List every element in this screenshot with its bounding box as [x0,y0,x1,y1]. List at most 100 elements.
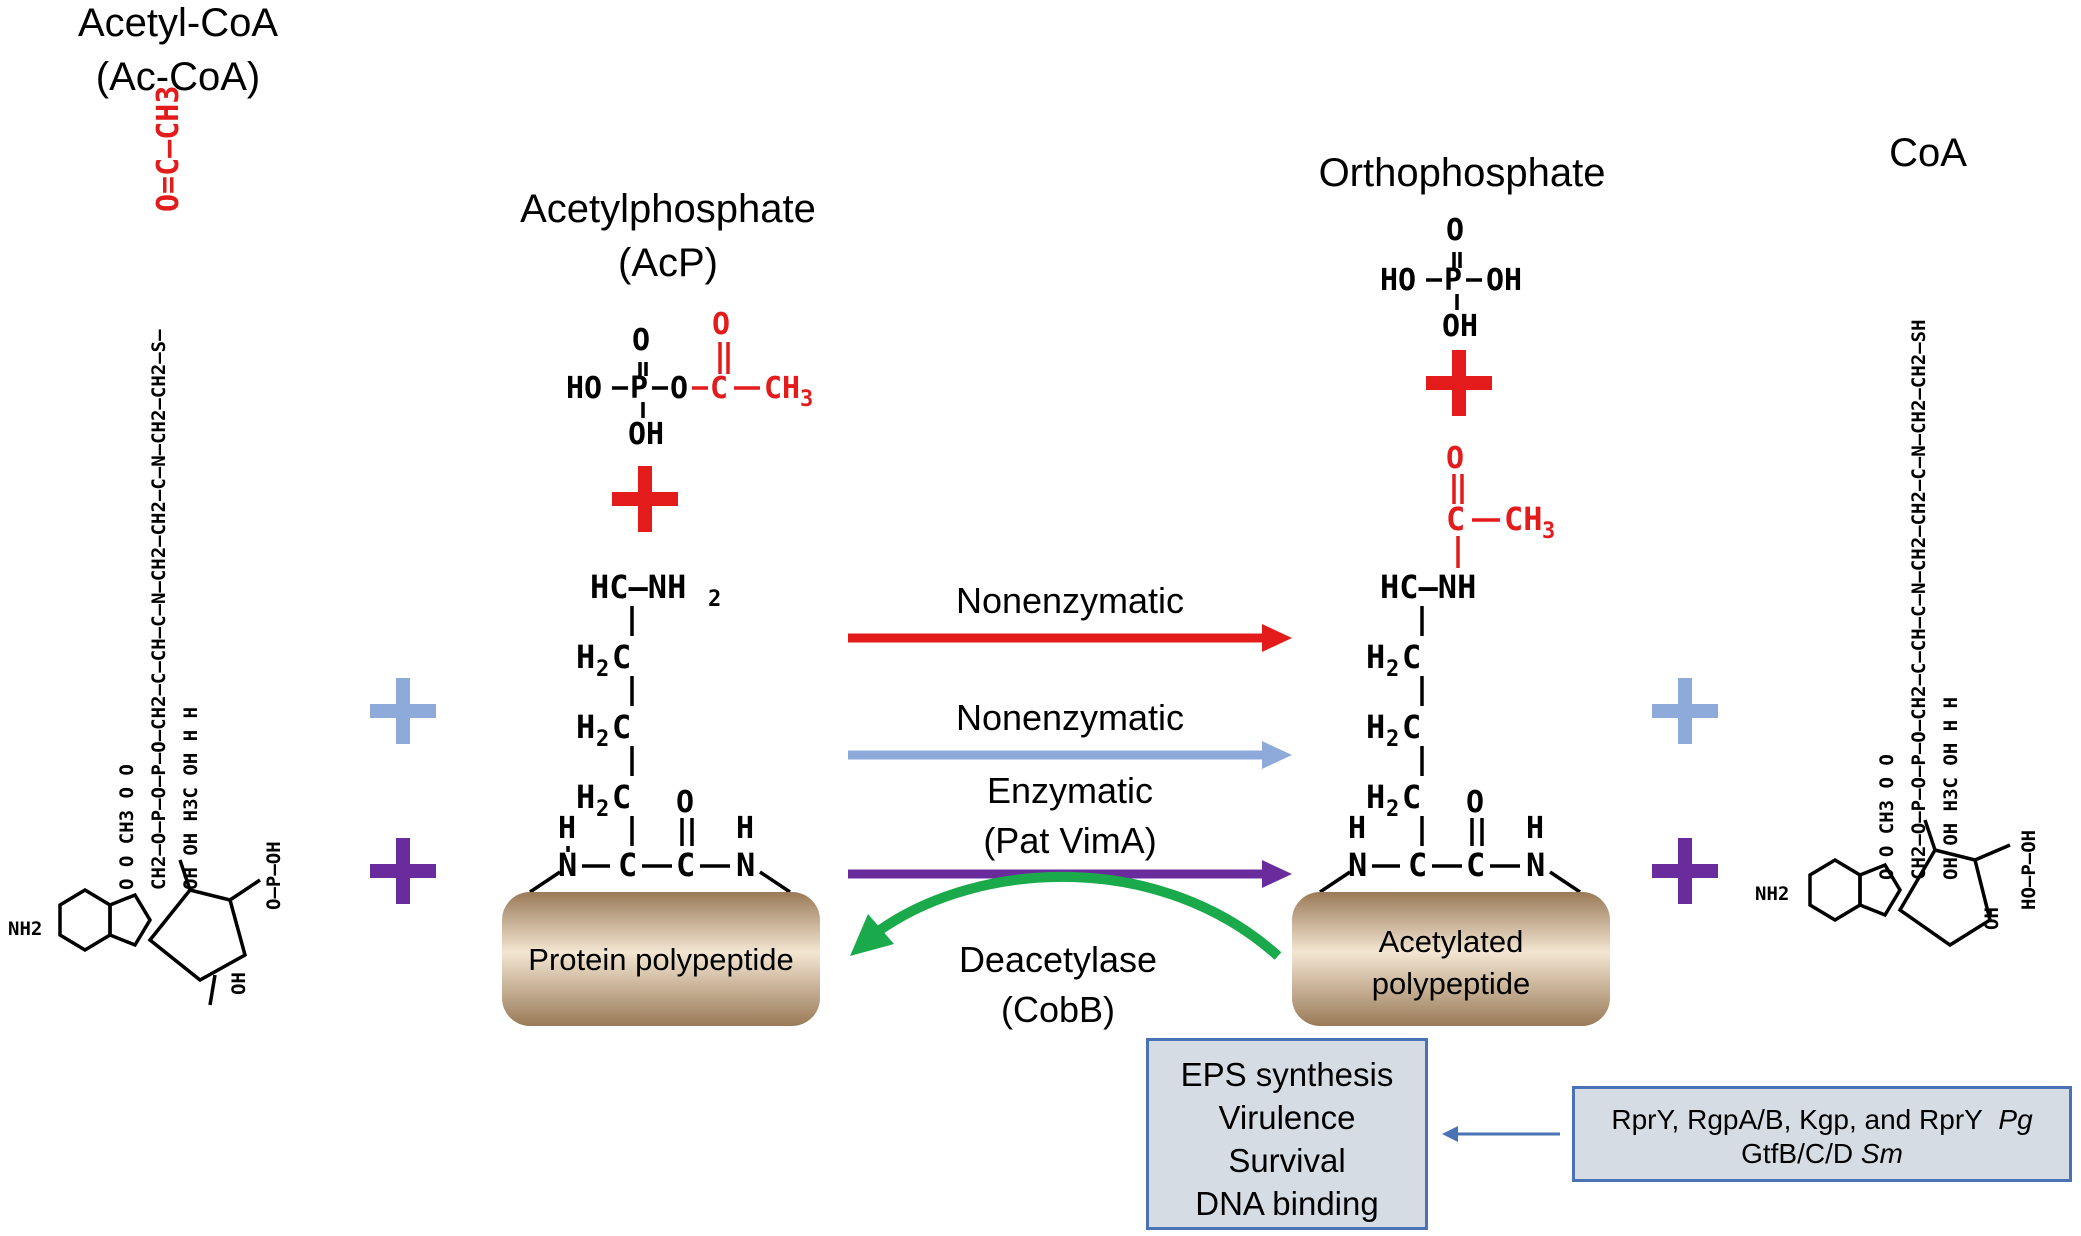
coa-adenine-ring [1808,857,1862,923]
coa-structure: CH2–O–P–O–P–O–CH2–C–CH–C–N–CH2–CH2–C–N–C… [1755,319,2040,948]
acoa-ribose-bonds [178,859,261,1006]
title-orthophosphate: Orthophosphate [1319,151,1606,195]
lys-left-co: C [676,846,695,884]
title-acetylphosphate: Acetylphosphate [520,187,816,231]
lys-left-nh-h: H [558,811,576,846]
ack-n2: N [1526,846,1545,884]
acoa-nh2: NH2 [8,918,42,940]
acoa-chain-1: CH2–O–P–O–P–O–CH2–C–CH–C–N–CH2–CH2–C–N–C… [148,329,170,890]
svg-text:2: 2 [1386,657,1399,682]
protein-polypeptide-pill [502,892,820,1026]
ack-co: C [1466,846,1485,884]
pi-oh-bottom: OH [1442,309,1478,344]
label-enzymatic: Enzymatic [987,770,1153,811]
plus-sign-red-left [612,466,678,532]
ack-ch2-2: H [1366,708,1385,746]
acoa-phosphate: O–P–OH [263,841,285,910]
acp-o-bridge: O [670,371,688,406]
ack-nh-h: H [1348,811,1366,846]
species-sm: Sm [1860,1138,1903,1169]
arrow-nonenzymatic-blue [848,741,1292,769]
arrow-nonenzymatic-red [848,624,1292,652]
lys-left-n: N [558,846,577,884]
svg-text:C: C [1402,778,1421,816]
targets-line-2: GtfB/C/D Sm [1741,1138,1903,1169]
svg-text:C: C [612,708,631,746]
acp-ch3: CH [764,371,800,406]
svg-text:2: 2 [1386,727,1399,752]
svg-text:2: 2 [596,657,609,682]
acoa-ribose [147,888,248,983]
lys-left-carbonyl-o: O [676,785,694,820]
svg-text:3: 3 [1542,519,1555,544]
ack-ch2-1: H [1366,638,1385,676]
svg-text:2: 2 [1386,797,1399,822]
coa-chain-bot: OH OH H3C OH H H [1940,697,1962,880]
ack-ch3: CH [1504,500,1543,538]
title-coa: CoA [1889,131,1967,175]
coa-oh: OH [1981,907,2003,930]
acetylated-label-line2: polypeptide [1372,966,1531,1001]
ack-ca: C [1408,846,1427,884]
plus-sign-purple-left [370,838,436,904]
pi-ho: HO [1380,263,1416,298]
coa-phosphate: HO–P–OH [2018,830,2040,910]
plus-sign-blue-right [1652,678,1718,744]
ack-acetyl-o: O [1446,441,1464,476]
coa-imidazole-ring [1858,862,1903,918]
label-cobb: (CobB) [1001,989,1115,1030]
pi-oxo: O [1446,213,1464,248]
targets-line-1: RprY, RgpA/B, Kgp, and RprY Pg [1611,1104,2033,1135]
label-nonenzymatic-2: Nonenzymatic [956,697,1184,738]
ack-n: N [1348,846,1367,884]
ack-ch2-3: H [1366,778,1385,816]
orthophosphate-structure: HO P O OH OH [1380,213,1522,344]
pi-p: P [1444,263,1462,298]
function-item: Virulence [1218,1099,1356,1136]
pi-oh-right: OH [1486,263,1522,298]
svg-text:2: 2 [596,727,609,752]
plus-sign-blue-left [370,678,436,744]
title-acetylphosphate-abbr: (AcP) [618,241,718,285]
acp-acetyl-c: C [710,371,728,406]
functions-box: EPS synthesis Virulence Survival DNA bin… [1146,1038,1428,1230]
acp-p-oxo: O [632,323,650,358]
lys-left-hc-nh2: HC–NH [590,568,686,606]
acp-ch3-sub: 3 [800,387,813,412]
acp-ho: HO [566,371,602,406]
lys-left-ch2-1: H [576,638,595,676]
lys-left-ch2-3: H [576,778,595,816]
function-item: EPS synthesis [1180,1056,1394,1093]
acetylphosphate-structure: HO P O O OH C O CH 3 [566,307,813,452]
title-acetyl-coa: Acetyl-CoA [78,1,278,45]
acetylated-polypeptide-pill [1292,892,1610,1026]
svg-text:C: C [1402,708,1421,746]
svg-text:C: C [1402,638,1421,676]
acp-p: P [630,371,648,406]
acoa-acetyl-group: O=C–CH3 [151,86,186,212]
targets-box: RprY, RgpA/B, Kgp, and RprY Pg GtfB/C/D … [1572,1086,2072,1182]
coa-ribose [1897,847,1993,948]
acoa-imidazole-ring [108,892,153,948]
acetylated-label-line1: Acetylated [1379,924,1524,959]
svg-text:2: 2 [596,797,609,822]
ack-acetyl-c: C [1446,500,1465,538]
arrow-deacetylase-green [850,871,1282,960]
acp-acetyl-o: O [712,307,730,342]
species-pg: Pg [1998,1104,2033,1135]
svg-text:2: 2 [708,587,721,612]
acoa-adenine-ring [58,887,112,953]
svg-text:C: C [612,638,631,676]
label-deacetylase: Deacetylase [959,939,1157,980]
lys-left-n2: N [736,846,755,884]
lysine-residue-right: O C CH 3 HC–NH H 2 C H 2 C H 2 C H N C C… [1319,441,1581,894]
coa-chain-1: CH2–O–P–O–P–O–CH2–C–CH–C–N–CH2–CH2–C–N–C… [1908,319,1930,880]
title-acetyl-coa-abbr: (Ac-CoA) [96,55,260,99]
plus-sign-red-right [1426,350,1492,416]
svg-text:C: C [612,778,631,816]
acoa-oh: OH [228,972,250,995]
lysine-residue-left: HC–NH 2 H 2 C H 2 C H 2 C H N C C O N H [529,568,791,894]
coa-ribose-bonds [1923,819,2011,862]
arrow-targets-to-functions [1442,1126,1560,1142]
